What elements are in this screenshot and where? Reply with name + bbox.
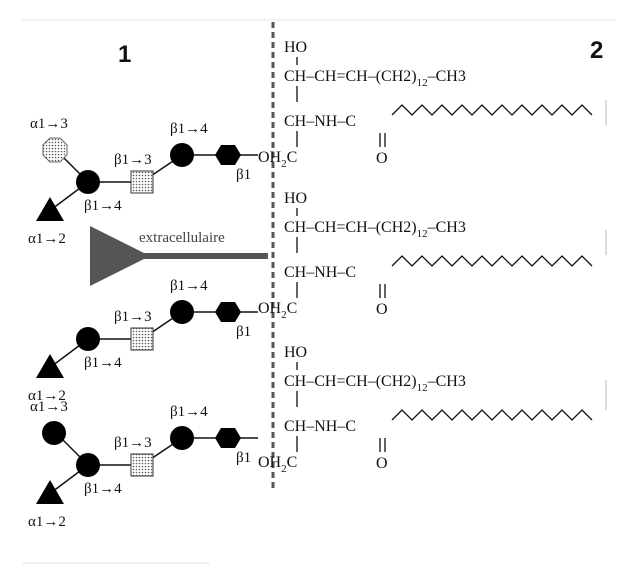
circle-residue-icon xyxy=(76,453,100,477)
circle-residue-icon xyxy=(76,170,100,194)
glycan-chain: α1→3 α1→2 β1→4 β1→3 β1→4 β1 xyxy=(28,116,258,247)
linkage-label: β1→3 xyxy=(114,152,152,168)
linkage-label: β1 xyxy=(236,450,251,466)
circle-residue-icon xyxy=(170,426,194,450)
ceramide-ho: HO xyxy=(284,39,307,56)
sphingosine-chain: CH–CH=CH–(CH2)12–CH3 xyxy=(284,373,466,394)
linkage-label: α1→3 xyxy=(30,399,68,415)
carbonyl-oxygen: O xyxy=(376,455,388,472)
sphingosine-chain-part: CH–CH=CH–(CH2) xyxy=(284,68,417,85)
circle-residue-icon xyxy=(170,143,194,167)
triangle-residue-icon xyxy=(36,480,64,504)
linkage-label: β1→4 xyxy=(84,198,122,214)
fatty-acid-chain xyxy=(391,255,593,267)
oh2c-group-part: OH xyxy=(258,149,282,166)
glycan-chain: α1→3 α1→2 β1→4 β1→3 β1→4 β1 xyxy=(28,399,258,530)
linkage-label: β1→4 xyxy=(84,481,122,497)
linkage-label: α1→3 xyxy=(30,116,68,132)
fatty-acid-chain xyxy=(391,104,593,116)
square-residue-icon xyxy=(130,170,154,194)
circle-residue-icon xyxy=(42,421,66,445)
square-residue-icon xyxy=(130,453,154,477)
linkage-label: β1→4 xyxy=(84,355,122,371)
hexagon-residue-icon xyxy=(215,428,241,448)
amide-group: CH–NH–C xyxy=(284,264,356,281)
panel-label-1: 1 xyxy=(118,41,131,68)
oh2c-group-part: 2 xyxy=(281,309,287,321)
square-residue-icon xyxy=(130,327,154,351)
oh2c-group: OH2C xyxy=(258,454,297,475)
triangle-residue-icon xyxy=(36,354,64,378)
sphingosine-chain-part: 12 xyxy=(417,228,428,240)
oh2c-group-part: C xyxy=(287,149,298,166)
oh2c-group-part: 2 xyxy=(281,158,287,170)
extracellular-label: extracellulaire xyxy=(139,230,225,246)
carbonyl-oxygen: O xyxy=(376,301,388,318)
sphingosine-chain-part: 12 xyxy=(417,77,428,89)
sphingosine-chain-part: –CH3 xyxy=(427,68,466,85)
oh2c-group: OH2C xyxy=(258,149,297,170)
linkage-label: α1→2 xyxy=(28,231,66,247)
amide-group: CH–NH–C xyxy=(284,418,356,435)
glycan-layer: α1→3α1→2β1→4β1→3β1→4β1α1→2β1→4β1→3β1→4β1… xyxy=(28,116,258,530)
linkage-label: α1→2 xyxy=(28,514,66,530)
linkage-label: β1→4 xyxy=(170,121,208,137)
circle-residue-icon xyxy=(170,300,194,324)
octagon-residue-icon xyxy=(42,137,68,163)
linkage-label: β1→4 xyxy=(170,278,208,294)
linkage-label: α1→2 xyxy=(28,388,66,404)
carbonyl-oxygen: O xyxy=(376,150,388,167)
panel-label-2: 2 xyxy=(590,37,603,64)
sphingosine-chain: CH–CH=CH–(CH2)12–CH3 xyxy=(284,68,466,89)
linkage-label: β1 xyxy=(236,167,251,183)
ceramide-ho: HO xyxy=(284,344,307,361)
oh2c-group-part: OH xyxy=(258,300,282,317)
linkage-label: β1 xyxy=(236,324,251,340)
sphingosine-chain-part: 12 xyxy=(417,382,428,394)
linkage-label: β1→4 xyxy=(170,404,208,420)
sphingosine-chain-part: –CH3 xyxy=(427,219,466,236)
linkage-label: β1→3 xyxy=(114,309,152,325)
sphingosine-chain-part: CH–CH=CH–(CH2) xyxy=(284,373,417,390)
oh2c-group-part: 2 xyxy=(281,463,287,475)
sphingosine-chain: CH–CH=CH–(CH2)12–CH3 xyxy=(284,219,466,240)
glycan-chain: α1→2 β1→4 β1→3 β1→4 β1 xyxy=(28,278,258,404)
fatty-acid-chain xyxy=(391,409,593,421)
oh2c-group-part: OH xyxy=(258,454,282,471)
sphingosine-chain-part: CH–CH=CH–(CH2) xyxy=(284,219,417,236)
linkage-label: β1→3 xyxy=(114,435,152,451)
sphingosine-chain-part: –CH3 xyxy=(427,373,466,390)
triangle-residue-icon xyxy=(36,197,64,221)
oh2c-group: OH2C xyxy=(258,300,297,321)
oh2c-group-part: C xyxy=(287,454,298,471)
oh2c-group-part: C xyxy=(287,300,298,317)
circle-residue-icon xyxy=(76,327,100,351)
ceramide-ho: HO xyxy=(284,190,307,207)
hexagon-residue-icon xyxy=(215,302,241,322)
amide-group: CH–NH–C xyxy=(284,113,356,130)
hexagon-residue-icon xyxy=(215,145,241,165)
